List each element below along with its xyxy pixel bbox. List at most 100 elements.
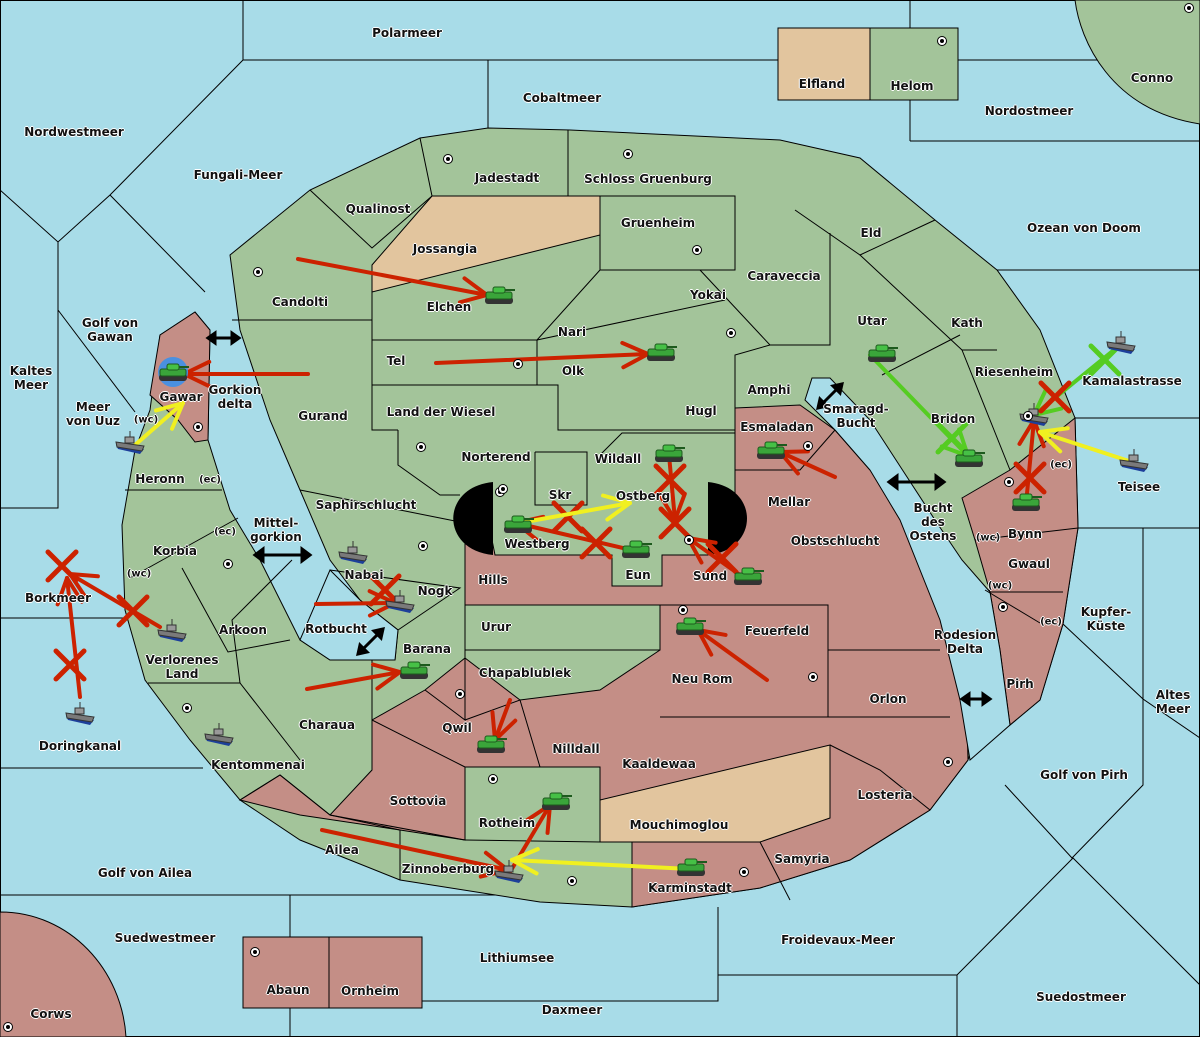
convoy-x xyxy=(935,421,969,455)
army-tank-icon[interactable] xyxy=(677,858,707,876)
province-conno[interactable] xyxy=(1074,0,1200,125)
label-saphir: Saphirschlucht xyxy=(315,498,417,512)
label-charaua: Charaua xyxy=(298,718,356,732)
double-arrow-icon xyxy=(356,627,385,656)
army-tank-icon[interactable] xyxy=(1012,493,1042,511)
label-sottovia: Sottovia xyxy=(389,794,447,808)
arrowhead xyxy=(375,670,402,691)
army-tank-icon[interactable] xyxy=(676,617,706,635)
label-lithiumsee: Lithiumsee xyxy=(479,951,555,965)
label-hills: Hills xyxy=(478,573,508,587)
label-nordostmeer: Nordostmeer xyxy=(984,104,1074,118)
fleet-ship-icon[interactable] xyxy=(157,619,187,642)
failed-order-mark xyxy=(551,500,585,534)
army-tank-icon[interactable] xyxy=(757,441,787,459)
supply-center-icon xyxy=(193,422,203,432)
arrowhead xyxy=(605,501,632,522)
label-orlon: Orlon xyxy=(869,692,907,706)
arrowhead xyxy=(1038,430,1063,454)
label-urur: Urur xyxy=(480,620,512,634)
label-utar: Utar xyxy=(857,314,887,328)
label-elchen: Elchen xyxy=(426,300,472,314)
arrowhead xyxy=(478,868,510,879)
arrowhead xyxy=(170,401,185,431)
label-heronn: Heronn xyxy=(135,472,185,486)
army-tank-icon[interactable] xyxy=(400,661,430,679)
label-daxmeer: Daxmeer xyxy=(541,1003,603,1017)
impassable-east xyxy=(708,482,747,555)
label-kaltes: Kaltes Meer xyxy=(9,364,53,392)
label-tel: Tel xyxy=(386,354,406,368)
army-tank-icon[interactable] xyxy=(622,540,652,558)
fleet-ship-icon[interactable] xyxy=(65,702,95,725)
province-corws[interactable] xyxy=(0,911,127,1037)
arrowhead xyxy=(1032,406,1064,417)
army-tank-icon[interactable] xyxy=(504,515,534,533)
failed-order-mark xyxy=(45,549,79,583)
army-tank-icon[interactable] xyxy=(734,567,764,585)
label-rotheim: Rotheim xyxy=(478,816,536,830)
label-jossangia: Jossangia xyxy=(412,242,478,256)
army-tank-icon[interactable] xyxy=(159,363,189,381)
failed-order-mark xyxy=(1038,380,1072,414)
label-ostberg: Ostberg xyxy=(615,489,671,503)
label-teisee: Teisee xyxy=(1117,480,1161,494)
label-fungali: Fungali-Meer xyxy=(193,168,283,182)
arrowhead xyxy=(510,858,539,876)
support-arrow xyxy=(133,401,185,447)
units-layer xyxy=(65,286,1149,883)
arrowhead xyxy=(1038,426,1070,434)
fleet-ship-icon[interactable] xyxy=(338,541,368,564)
label-losteria: Losteria xyxy=(857,788,913,802)
sea-bucht-des-ostens[interactable] xyxy=(804,377,1011,761)
army-tank-icon[interactable] xyxy=(647,343,677,361)
label-bynn: Bynn xyxy=(1007,527,1043,541)
label-mittelgorkion: Mittel- gorkion xyxy=(250,516,302,544)
move-arrow xyxy=(696,628,769,682)
supply-center-icon xyxy=(223,559,233,569)
label-kamala: Kamalastrasse xyxy=(1082,374,1182,388)
fleet-ship-icon[interactable] xyxy=(494,860,524,883)
move-arrow xyxy=(514,521,638,553)
province-borders xyxy=(125,130,1079,907)
arrowhead xyxy=(367,589,397,605)
label-gwaul: Gwaul xyxy=(1008,557,1050,571)
supply-center-icon xyxy=(684,535,694,545)
label-suedwestmeer: Suedwestmeer xyxy=(114,931,216,945)
move-arrow xyxy=(68,572,162,629)
fleet-ship-icon[interactable] xyxy=(115,431,145,454)
label-skr: Skr xyxy=(548,488,572,502)
fleet-ship-icon[interactable] xyxy=(1119,449,1149,472)
support-arrow xyxy=(523,501,632,524)
label-verlorenes: Verlorenes Land xyxy=(145,653,219,681)
army-tank-icon[interactable] xyxy=(868,344,898,362)
failed-order-mark xyxy=(653,463,687,497)
label-nabai: Nabai xyxy=(344,568,384,582)
army-tank-icon[interactable] xyxy=(542,792,572,810)
label-mellar: Mellar xyxy=(767,495,811,509)
province-elfland[interactable] xyxy=(777,27,871,101)
province-ornheim[interactable] xyxy=(328,936,423,1009)
arrowhead xyxy=(462,276,489,297)
fleet-ship-icon[interactable] xyxy=(385,590,415,613)
army-tank-icon[interactable] xyxy=(655,444,685,462)
supply-center-icon xyxy=(418,541,428,551)
fleet-ship-icon[interactable] xyxy=(1106,331,1136,354)
label-smaragd: Smaragd- Bucht xyxy=(823,402,889,430)
army-tank-icon[interactable] xyxy=(485,286,515,304)
supply-center-icon xyxy=(692,245,702,255)
label-abaun: Abaun xyxy=(266,983,310,997)
arrowhead xyxy=(457,293,489,305)
label-altesmeer: Altes Meer xyxy=(1155,688,1191,716)
army-tank-icon[interactable] xyxy=(955,449,985,467)
label-yokai: Yokai xyxy=(689,288,727,302)
army-tank-icon[interactable] xyxy=(477,735,507,753)
label-helom: Helom xyxy=(890,79,934,93)
label-esmaladan: Esmaladan xyxy=(740,420,814,434)
move-arrow xyxy=(493,698,512,742)
supply-center-icon xyxy=(488,774,498,784)
arrowhead xyxy=(778,449,810,454)
move-arrow xyxy=(667,453,677,522)
fleet-ship-icon[interactable] xyxy=(204,723,234,746)
